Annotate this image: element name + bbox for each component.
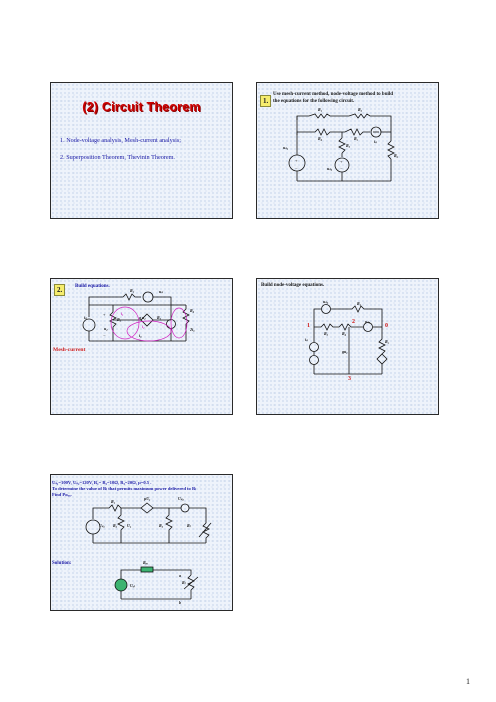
label-r2: R₂ <box>358 107 363 112</box>
circuit-diagram <box>85 502 212 600</box>
label-r4: R₄ <box>342 331 347 336</box>
label-r3: R₃ <box>157 315 162 320</box>
label-gu: g u₂ <box>139 315 146 320</box>
given-line3: Find Pₘₐₓ. <box>52 492 72 497</box>
label-r4: R₄ <box>190 308 195 313</box>
topic-item-1: 1. Node-voltage analysis, Mesh-current a… <box>60 137 181 144</box>
label-gu: gu₁ <box>342 349 348 354</box>
circuit-diagram <box>309 304 388 375</box>
label-us1: uₛ₁ <box>283 145 289 150</box>
topic-list: 1. Node-voltage analysis, Mesh-current a… <box>60 137 181 171</box>
node-3: 3 <box>348 376 351 382</box>
label-rl: Rₗ <box>187 523 191 528</box>
solution-label: Solution: <box>52 561 72 566</box>
exercise-badge: 1. <box>260 95 272 107</box>
slide-thevenin-problem: Uₛ₁=100V, Uₛ₂=120V, R₁= R₂=10Ω, R₃=20Ω, … <box>50 474 233 611</box>
label-r6: R₆ <box>394 153 399 158</box>
exercise-badge: 2. <box>54 284 66 296</box>
node-0: 0 <box>385 323 388 329</box>
label-rl-thevenin: Rₗ <box>182 580 186 585</box>
label-mu: μU₁ <box>144 496 151 501</box>
exercise-text-line1: Use mesh-current method, node-voltage me… <box>273 92 394 97</box>
label-r1: R₁ <box>357 301 362 306</box>
given-line2: To determine the value of Rₗ that permit… <box>52 486 197 491</box>
svg-text:+: + <box>295 158 298 163</box>
label-r5: R₅ <box>354 136 359 141</box>
svg-text:−: − <box>103 333 106 338</box>
label-r3: R₃ <box>346 143 351 148</box>
label-is: iₛ <box>305 337 308 342</box>
svg-text:+: + <box>340 159 343 164</box>
label-r5: R₅ <box>385 339 390 344</box>
label-i2: i₂ <box>142 324 145 329</box>
circuit-diagram: + − + − <box>288 113 395 182</box>
svg-text:−: − <box>295 166 298 171</box>
slide-title: Build node-voltage equations. <box>261 283 325 288</box>
terminal-b: b <box>179 600 181 605</box>
node-2: 2 <box>352 319 355 325</box>
slide-title: (2) Circuit Theorem <box>82 100 201 114</box>
label-is: iₛ <box>374 139 377 144</box>
topic-item-2: 2. Superposition Theorem, Thevinin Theor… <box>60 154 175 161</box>
label-i1: i₁ <box>121 311 124 316</box>
label-us2: uₛ₂ <box>323 299 329 304</box>
svg-text:−: − <box>340 166 343 171</box>
label-req: Rₑₒ <box>143 560 148 565</box>
label-is: iₛ <box>84 315 87 320</box>
label-i3: i₃ <box>139 333 142 338</box>
label-r1: R₁ <box>318 107 323 112</box>
label-r1: R₁ <box>111 499 116 504</box>
slide-node-voltage: Build node-voltage equations. uₛ₂ R₁ R₂ … <box>256 278 439 415</box>
slide-circuit-theorem: (2) Circuit Theorem 1. Node-voltage anal… <box>50 82 233 219</box>
exercise-text: Build equations. <box>75 284 110 289</box>
label-r1: R₁ <box>130 288 135 293</box>
label-uoc: Uₒₗ <box>130 583 135 588</box>
page-number: 1 <box>466 677 470 686</box>
label-u2: u₂ <box>104 326 108 331</box>
label-r4: R₄ <box>318 136 323 141</box>
label-r3: R₃ <box>159 523 164 528</box>
label-us2: uₛ₂ <box>327 166 333 171</box>
mesh-current-note: Mesh-current <box>53 347 86 353</box>
label-u1: U₁ <box>127 523 132 528</box>
terminal-a: a <box>179 573 181 578</box>
slide-exercise-2: 2. Build equations. Mesh-current <box>50 278 233 415</box>
label-us3: uₛ₃ <box>365 319 371 324</box>
label-us2: Uₛ₂ <box>178 496 184 501</box>
given-line1: Uₛ₁=100V, Uₛ₂=120V, R₁= R₂=10Ω, R₃=20Ω, … <box>52 480 152 485</box>
label-us1: Uₛ₁ <box>99 523 105 528</box>
svg-text:+: + <box>103 312 106 317</box>
exercise-text-line2: the equations for the following circuit. <box>273 99 355 104</box>
label-r2: R₂ <box>324 331 329 336</box>
label-r2: R₂ <box>117 317 122 322</box>
slide-exercise-1: 1. Use mesh-current method, node-voltage… <box>256 82 439 219</box>
label-2i3: 2i₃ <box>190 327 195 332</box>
circuit-diagram: + − <box>82 291 190 342</box>
node-1: 1 <box>307 323 310 329</box>
label-r2: R₂ <box>113 523 118 528</box>
label-us: uₛ <box>159 289 163 294</box>
